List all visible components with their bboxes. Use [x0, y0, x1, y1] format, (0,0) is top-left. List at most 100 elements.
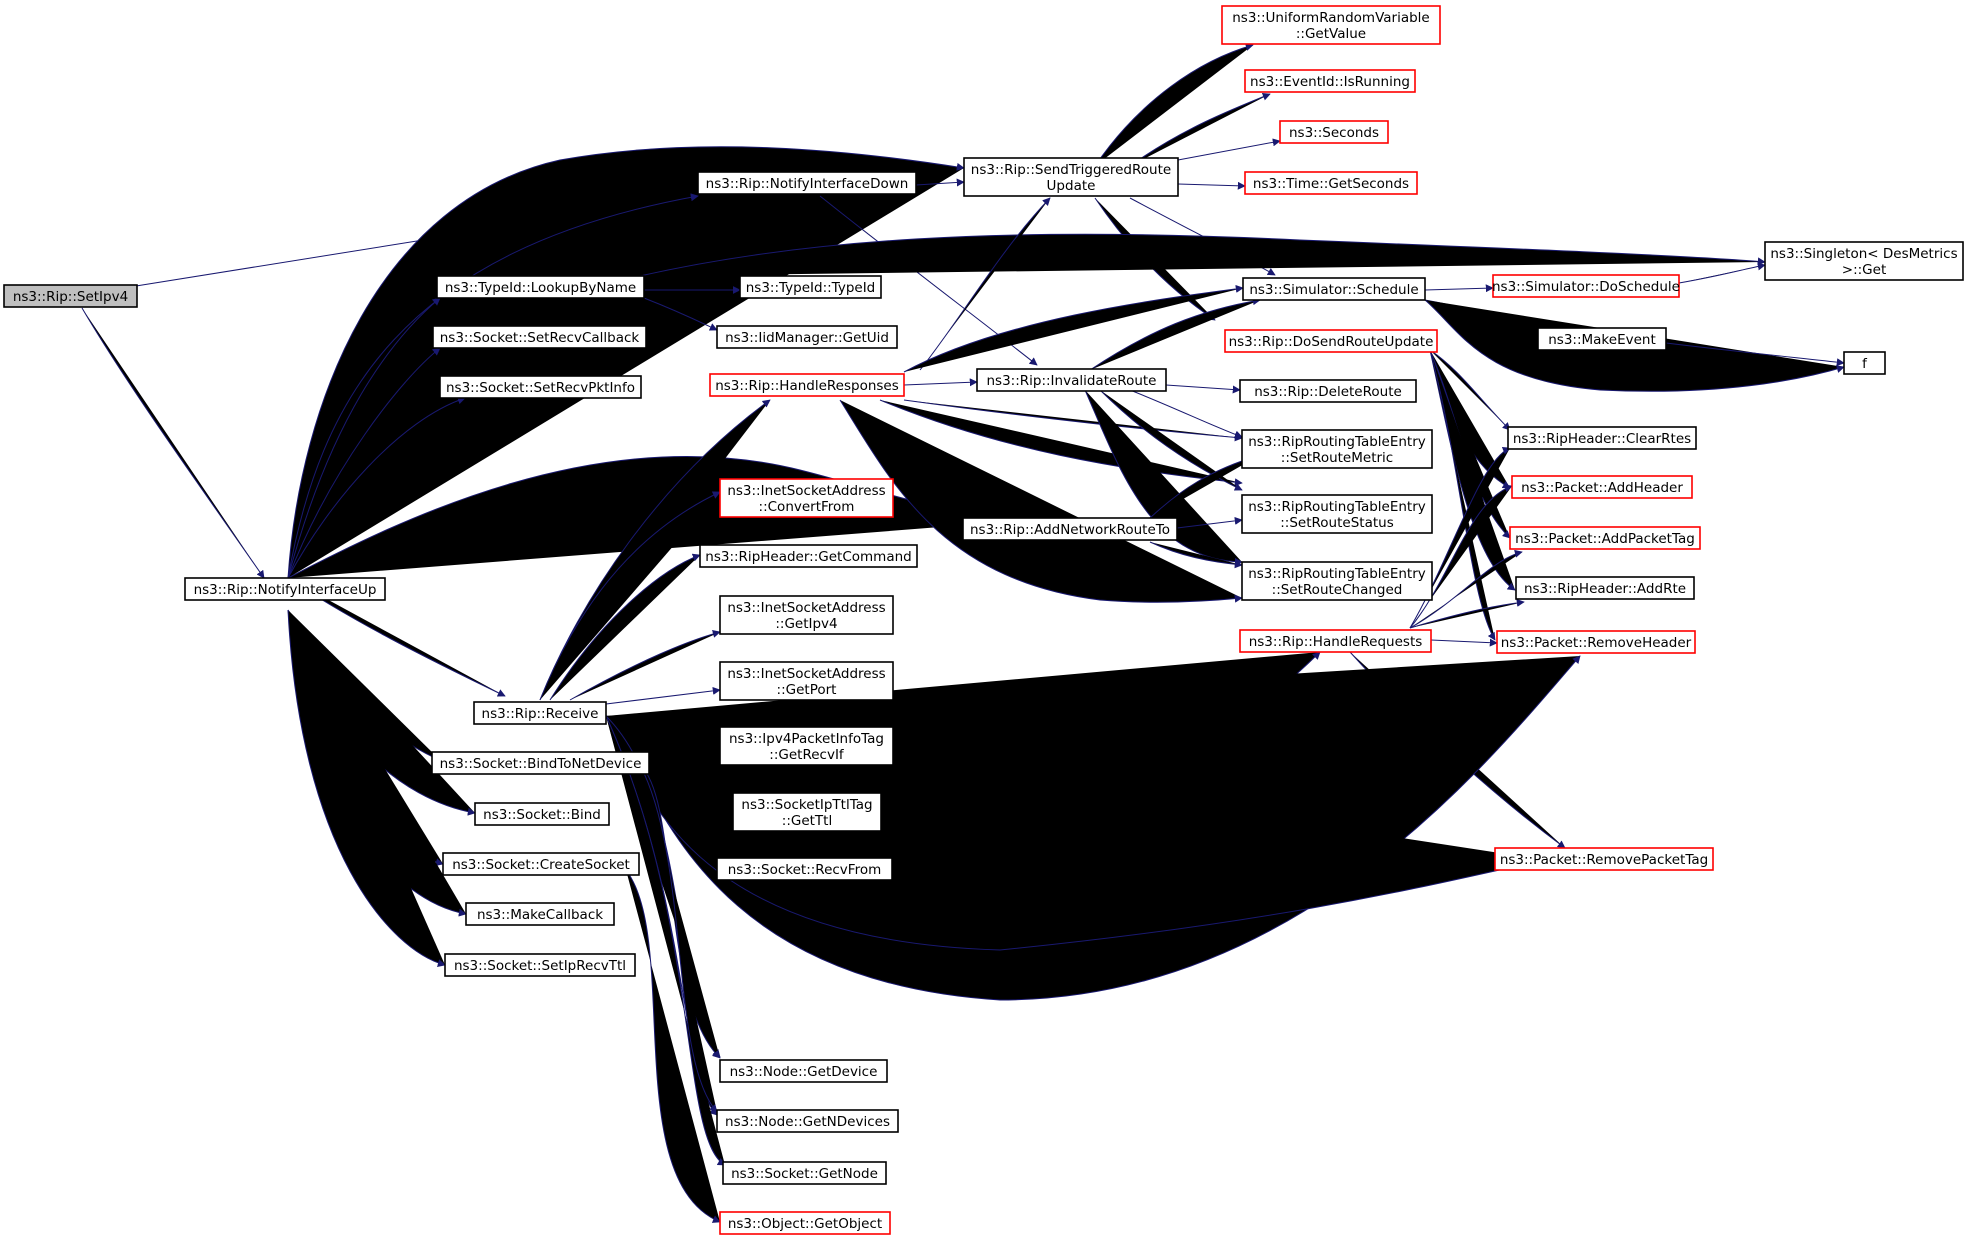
edge-notifyup-setrecvpkt — [287, 396, 466, 579]
edge-doschedule-singleton — [1678, 262, 1766, 284]
node-getuid[interactable]: ns3::IidManager::GetUid — [716, 325, 898, 349]
node-handlereq[interactable]: ns3::Rip::HandleRequests — [1239, 629, 1432, 653]
edge-handleresp-setchanged — [839, 399, 1243, 603]
node-label: ::SetRouteStatus — [1280, 515, 1393, 531]
node-box — [1224, 329, 1438, 353]
node-box — [716, 1109, 899, 1133]
node-getttl[interactable]: ns3::SocketIpTtlTag::GetTtl — [732, 792, 882, 832]
node-setipttl[interactable]: ns3::Socket::SetIpRecvTtl — [444, 953, 636, 977]
edge-invalidate-schedule — [1089, 297, 1261, 371]
node-notifydown[interactable]: ns3::Rip::NotifyInterfaceDown — [697, 171, 917, 195]
node-typeid[interactable]: ns3::TypeId::TypeId — [739, 275, 882, 299]
node-setipv4[interactable]: ns3::Rip::SetIpv4 — [3, 284, 138, 308]
node-box — [1244, 69, 1416, 93]
node-makecb[interactable]: ns3::MakeCallback — [465, 902, 615, 926]
node-label: ns3::Socket::GetNode — [731, 1166, 878, 1182]
node-label: ns3::RipHeader::ClearRtes — [1513, 431, 1691, 447]
node-seconds[interactable]: ns3::Seconds — [1279, 120, 1389, 144]
node-label: ns3::Rip::HandleRequests — [1249, 634, 1423, 650]
node-dosendru[interactable]: ns3::Rip::DoSendRouteUpdate — [1224, 329, 1438, 353]
node-box — [1239, 379, 1417, 403]
node-bindnet[interactable]: ns3::Socket::BindToNetDevice — [431, 751, 650, 775]
node-removeheader[interactable]: ns3::Packet::RemoveHeader — [1496, 630, 1696, 654]
node-schedule[interactable]: ns3::Simulator::Schedule — [1242, 277, 1426, 301]
edge-sendtrig-seconds — [1177, 138, 1281, 161]
node-box — [431, 751, 650, 775]
node-getobject[interactable]: ns3::Object::GetObject — [719, 1211, 891, 1235]
node-doschedule[interactable]: ns3::Simulator::DoSchedule — [1492, 274, 1680, 298]
node-addrte[interactable]: ns3::RipHeader::AddRte — [1515, 576, 1695, 600]
edge-makeevent-f — [1665, 342, 1845, 367]
node-label: ::GetPort — [777, 682, 837, 698]
node-setmetric[interactable]: ns3::RipRoutingTableEntry::SetRouteMetri… — [1241, 429, 1433, 469]
node-singleton[interactable]: ns3::Singleton< DesMetrics>::Get — [1764, 241, 1964, 281]
node-setrecvcb[interactable]: ns3::Socket::SetRecvCallback — [432, 325, 647, 349]
node-label: ns3::Object::GetObject — [728, 1216, 882, 1232]
node-createsock[interactable]: ns3::Socket::CreateSocket — [442, 852, 640, 876]
node-getndev[interactable]: ns3::Node::GetNDevices — [716, 1109, 899, 1133]
node-label: ::GetTtl — [782, 813, 832, 829]
node-box — [436, 275, 645, 299]
node-box — [697, 171, 917, 195]
node-receive[interactable]: ns3::Rip::Receive — [473, 701, 607, 725]
node-addpkttag[interactable]: ns3::Packet::AddPacketTag — [1509, 526, 1701, 550]
node-label: ns3::Rip::DeleteRoute — [1254, 384, 1402, 400]
node-convertfrom[interactable]: ns3::InetSocketAddress::ConvertFrom — [719, 478, 894, 518]
edge-sendtrig-isrunning — [1129, 92, 1271, 167]
node-addnetroute[interactable]: ns3::Rip::AddNetworkRouteTo — [962, 517, 1178, 541]
node-getipv4[interactable]: ns3::InetSocketAddress::GetIpv4 — [719, 595, 894, 635]
node-label: ns3::Rip::SetIpv4 — [13, 289, 128, 305]
node-clearrtes[interactable]: ns3::RipHeader::ClearRtes — [1507, 426, 1697, 450]
edge-sendtrig-urv — [1094, 43, 1254, 167]
node-box — [719, 1059, 888, 1083]
node-setchanged[interactable]: ns3::RipRoutingTableEntry::SetRouteChang… — [1241, 561, 1433, 601]
node-f[interactable]: f — [1843, 351, 1886, 375]
edge-receive-convertfrom — [539, 491, 721, 701]
node-label: ns3::InetSocketAddress — [727, 483, 885, 499]
node-lookup[interactable]: ns3::TypeId::LookupByName — [436, 275, 645, 299]
node-label: ns3::Rip::HandleResponses — [715, 378, 899, 394]
node-bind[interactable]: ns3::Socket::Bind — [474, 802, 610, 826]
node-setstatus[interactable]: ns3::RipRoutingTableEntry::SetRouteStatu… — [1241, 494, 1433, 534]
node-handleresp[interactable]: ns3::Rip::HandleResponses — [709, 373, 905, 397]
node-label: ns3::IidManager::GetUid — [725, 330, 889, 346]
node-box — [184, 577, 386, 601]
node-getport[interactable]: ns3::InetSocketAddress::GetPort — [719, 661, 894, 701]
edge-handlereq-removeheader — [1430, 638, 1498, 647]
edge-handlereq-addrte — [1409, 598, 1525, 629]
node-getdevice[interactable]: ns3::Node::GetDevice — [719, 1059, 888, 1083]
node-invalidate[interactable]: ns3::Rip::InvalidateRoute — [976, 368, 1167, 392]
node-label: ns3::RipHeader::GetCommand — [705, 549, 911, 565]
node-label: Update — [1047, 178, 1096, 194]
node-urv[interactable]: ns3::UniformRandomVariable::GetValue — [1221, 5, 1441, 45]
node-label: ns3::UniformRandomVariable — [1232, 10, 1430, 26]
node-getcommand[interactable]: ns3::RipHeader::GetCommand — [699, 544, 918, 568]
node-box — [442, 852, 640, 876]
node-box — [1241, 561, 1433, 601]
node-label: ns3::Simulator::Schedule — [1249, 282, 1418, 298]
node-deleteroute[interactable]: ns3::Rip::DeleteRoute — [1239, 379, 1417, 403]
edge-receive-getipv4 — [569, 629, 721, 701]
node-isrunning[interactable]: ns3::EventId::IsRunning — [1244, 69, 1416, 93]
node-box — [1244, 171, 1418, 195]
edge-handleresp-setstatus — [879, 399, 1243, 487]
node-makeevent[interactable]: ns3::MakeEvent — [1537, 327, 1667, 351]
node-box — [719, 478, 894, 518]
node-setrecvpkt[interactable]: ns3::Socket::SetRecvPktInfo — [439, 375, 642, 399]
node-label: ns3::Simulator::DoSchedule — [1492, 279, 1680, 295]
node-getseconds[interactable]: ns3::Time::GetSeconds — [1244, 171, 1418, 195]
node-box — [439, 375, 642, 399]
node-addheader[interactable]: ns3::Packet::AddHeader — [1511, 475, 1693, 499]
node-label: ns3::Socket::SetIpRecvTtl — [454, 958, 626, 974]
node-getrecvif[interactable]: ns3::Ipv4PacketInfoTag::GetRecvIf — [719, 726, 894, 766]
node-getnode[interactable]: ns3::Socket::GetNode — [722, 1161, 887, 1185]
edge-sendtrig-getseconds — [1177, 181, 1246, 190]
node-notifyup[interactable]: ns3::Rip::NotifyInterfaceUp — [184, 577, 386, 601]
node-label: ns3::Ipv4PacketInfoTag — [729, 731, 884, 747]
node-removepkttag[interactable]: ns3::Packet::RemovePacketTag — [1494, 847, 1714, 871]
edge-notifyup-setipttl — [287, 609, 446, 967]
node-recvfrom[interactable]: ns3::Socket::RecvFrom — [716, 857, 893, 881]
node-label: ns3::Node::GetNDevices — [725, 1114, 890, 1130]
node-box — [1537, 327, 1667, 351]
